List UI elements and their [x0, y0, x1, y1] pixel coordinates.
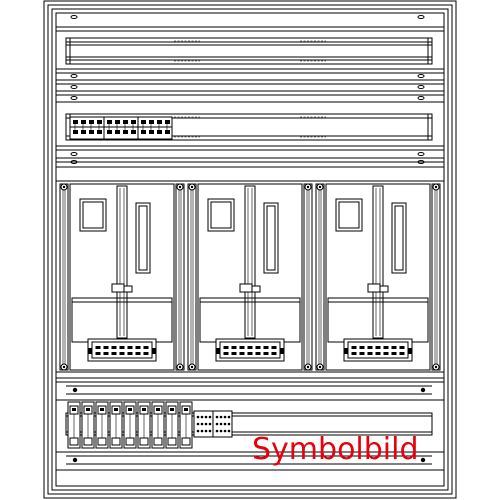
din-rail-1	[65, 37, 433, 65]
meter-section	[56, 183, 444, 373]
symbolbild-watermark: Symbolbild	[252, 432, 419, 467]
separator-strips-2	[56, 145, 444, 182]
meter-field	[59, 183, 185, 371]
bottom-terminal-block	[67, 401, 233, 449]
din-rail-2	[65, 113, 433, 141]
meter-field	[315, 183, 441, 371]
top-section	[55, 12, 445, 32]
cabinet-outer-frame	[43, 0, 457, 499]
top-terminal-block	[69, 116, 173, 140]
separator-strips	[56, 68, 444, 103]
meter-field	[187, 183, 313, 371]
bottom-section	[56, 377, 444, 471]
